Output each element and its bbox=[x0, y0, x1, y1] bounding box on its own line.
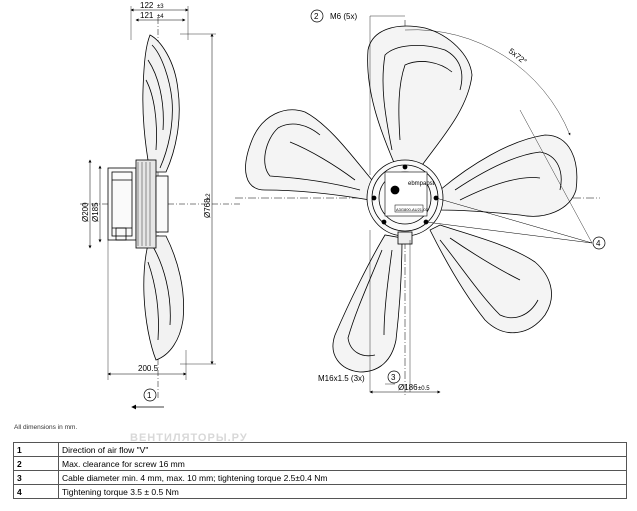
table-row: 3 Cable diameter min. 4 mm, max. 10 mm; … bbox=[13, 470, 627, 485]
side-view bbox=[80, 6, 240, 410]
callout-1: 1 bbox=[147, 391, 152, 400]
technical-drawing: 122 ±3 121 ±4 Ø200 Ø185 Ø768 ±2 200.5 1 bbox=[80, 1, 606, 410]
front-blade-bottom-left bbox=[332, 234, 403, 373]
legend-text: Cable diameter min. 4 mm, max. 10 mm; ti… bbox=[58, 470, 627, 485]
legend-number: 4 bbox=[13, 484, 59, 499]
front-view bbox=[235, 9, 606, 395]
legend-number: 2 bbox=[13, 456, 59, 471]
callout-2: 2 bbox=[314, 12, 319, 21]
nameplate-brand: ebmpapst bbox=[408, 181, 435, 187]
front-blade-top bbox=[367, 25, 473, 169]
legend-text: Max. clearance for screw 16 mm bbox=[58, 456, 627, 471]
dim-dia-impeller-tol: ±2 bbox=[206, 193, 212, 200]
dim-hub-dia-tol: ±0.5 bbox=[418, 386, 430, 392]
dim-side-width-inner-tol: ±4 bbox=[157, 14, 164, 20]
dim-hub-dia: Ø186 bbox=[398, 383, 418, 392]
dim-side-width-outer-tol: ±3 bbox=[157, 4, 164, 10]
side-blade-upper bbox=[142, 34, 180, 173]
dim-side-width-outer: 122 bbox=[140, 1, 154, 10]
legend-text: Tightening torque 3.5 ± 0.5 Nm bbox=[58, 484, 627, 499]
legend-text: Direction of air flow "V" bbox=[58, 442, 627, 457]
callout-3: 3 bbox=[391, 373, 396, 382]
dim-dia-outer: Ø200 bbox=[81, 202, 90, 222]
table-row: 2 Max. clearance for screw 16 mm bbox=[13, 456, 627, 471]
side-blade-lower bbox=[143, 235, 184, 361]
dim-dia-inner: Ø185 bbox=[91, 202, 100, 222]
dim-angle: 5x72° bbox=[507, 46, 529, 66]
front-blade-left bbox=[245, 109, 373, 201]
nameplate bbox=[384, 171, 428, 217]
legend-number: 3 bbox=[13, 470, 59, 485]
nameplate-code: A3G800-AU21-03 bbox=[396, 207, 429, 212]
legend-number: 1 bbox=[13, 442, 59, 457]
units-note: All dimensions in mm. bbox=[14, 424, 78, 431]
table-row: 4 Tightening torque 3.5 ± 0.5 Nm bbox=[13, 484, 627, 499]
dim-thread-bottom: M16x1.5 (3x) bbox=[318, 374, 365, 383]
dim-side-width-inner: 121 bbox=[140, 11, 154, 20]
dim-dia-impeller: Ø768 bbox=[203, 198, 212, 218]
watermark: ВЕНТИЛЯТОРЫ.РУ bbox=[130, 432, 248, 444]
callout-4: 4 bbox=[596, 239, 601, 248]
front-blade-right bbox=[439, 134, 578, 217]
legend-table: 1 Direction of air flow "V" 2 Max. clear… bbox=[13, 442, 627, 499]
dim-base-width: 200.5 bbox=[138, 364, 159, 373]
front-blade-bottom-right bbox=[429, 224, 552, 334]
dim-thread-top: M6 (5x) bbox=[330, 12, 357, 21]
table-row: 1 Direction of air flow "V" bbox=[13, 442, 627, 457]
